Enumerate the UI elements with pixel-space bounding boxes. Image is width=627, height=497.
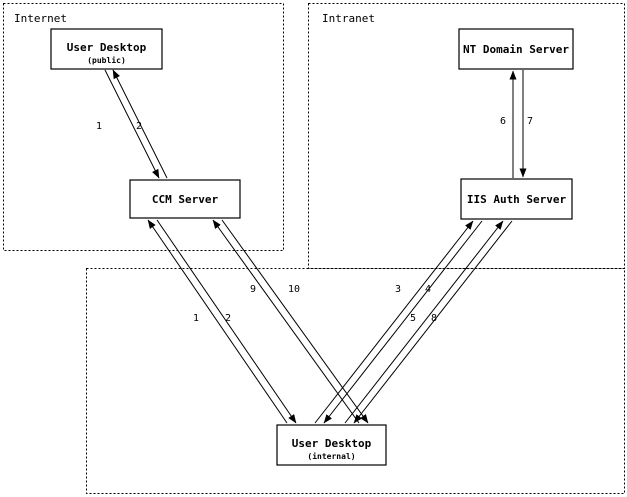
- node-box-nt-domain-server[interactable]: [458, 28, 574, 70]
- zone-intranet-boundary: [308, 3, 625, 269]
- zone-label-intranet: Intranet: [322, 12, 375, 25]
- flow-label-10: 10: [288, 284, 300, 295]
- node-box-iis-auth-server[interactable]: [460, 178, 573, 220]
- flow-label-7: 7: [527, 116, 533, 127]
- flow-line-5-internal-to-iis: [344, 220, 504, 424]
- flow-line-3-internal-to-iis: [314, 220, 474, 424]
- flow-label-8: 8: [431, 313, 437, 324]
- flow-label-1-public: 1: [96, 121, 102, 132]
- node-box-user-desktop-internal[interactable]: [276, 424, 387, 466]
- flow-label-9: 9: [250, 284, 256, 295]
- flow-group-public-ccm: [104, 69, 168, 179]
- flow-line-1-public-to-ccm: [104, 69, 160, 179]
- flow-line-2-ccm-to-internal: [156, 219, 297, 424]
- node-subtitle-user-desktop-internal: (internal): [307, 451, 355, 461]
- flow-group-internal-ccm-left: [147, 219, 297, 424]
- node-title-iis-auth-server: IIS Auth Server: [467, 193, 567, 206]
- flow-line-2-ccm-to-public: [112, 69, 168, 179]
- flow-label-1-internal: 1: [193, 313, 199, 324]
- flow-step-labels: 1 2 1 2 3 4 5 6 7 8 9 10: [96, 116, 533, 324]
- flow-line-1-internal-to-ccm: [147, 219, 288, 424]
- flow-label-2-public: 2: [136, 121, 142, 132]
- flow-line-10-ccm-to-internal: [221, 219, 369, 424]
- flow-line-9-internal-to-ccm: [212, 219, 360, 424]
- flow-group-internal-iis-right: [344, 220, 513, 424]
- flow-line-4-iis-to-internal: [323, 220, 483, 424]
- zone-internet-boundary: [3, 3, 284, 251]
- node-nt-domain-server[interactable]: NT Domain Server: [458, 28, 574, 70]
- flow-label-5: 5: [410, 313, 416, 324]
- node-box-user-desktop-public[interactable]: [50, 28, 163, 70]
- node-title-user-desktop-internal: User Desktop: [292, 437, 372, 450]
- flow-group-internal-ccm-right: [212, 219, 369, 424]
- node-iis-auth-server[interactable]: IIS Auth Server: [460, 178, 573, 220]
- flow-label-3: 3: [395, 284, 401, 295]
- flow-line-8-iis-to-internal: [353, 220, 513, 424]
- node-title-user-desktop-public: User Desktop: [67, 41, 147, 54]
- node-ccm-server[interactable]: CCM Server: [129, 179, 241, 219]
- zone-label-internet: Internet: [14, 12, 67, 25]
- node-title-ccm-server: CCM Server: [152, 193, 219, 206]
- node-subtitle-user-desktop-public: (public): [87, 55, 126, 65]
- zone-boundaries: [3, 3, 625, 494]
- flow-label-2-internal: 2: [225, 313, 231, 324]
- flow-label-4: 4: [425, 284, 431, 295]
- node-title-nt-domain-server: NT Domain Server: [463, 43, 569, 56]
- flow-group-internal-iis-left: [314, 220, 483, 424]
- flow-group-iis-nt: [509, 70, 527, 178]
- zone-internal-boundary: [86, 268, 625, 494]
- node-box-ccm-server[interactable]: [129, 179, 241, 219]
- node-user-desktop-public[interactable]: User Desktop (public): [50, 28, 163, 70]
- node-user-desktop-internal[interactable]: User Desktop (internal): [276, 424, 387, 466]
- flow-label-6: 6: [500, 116, 506, 127]
